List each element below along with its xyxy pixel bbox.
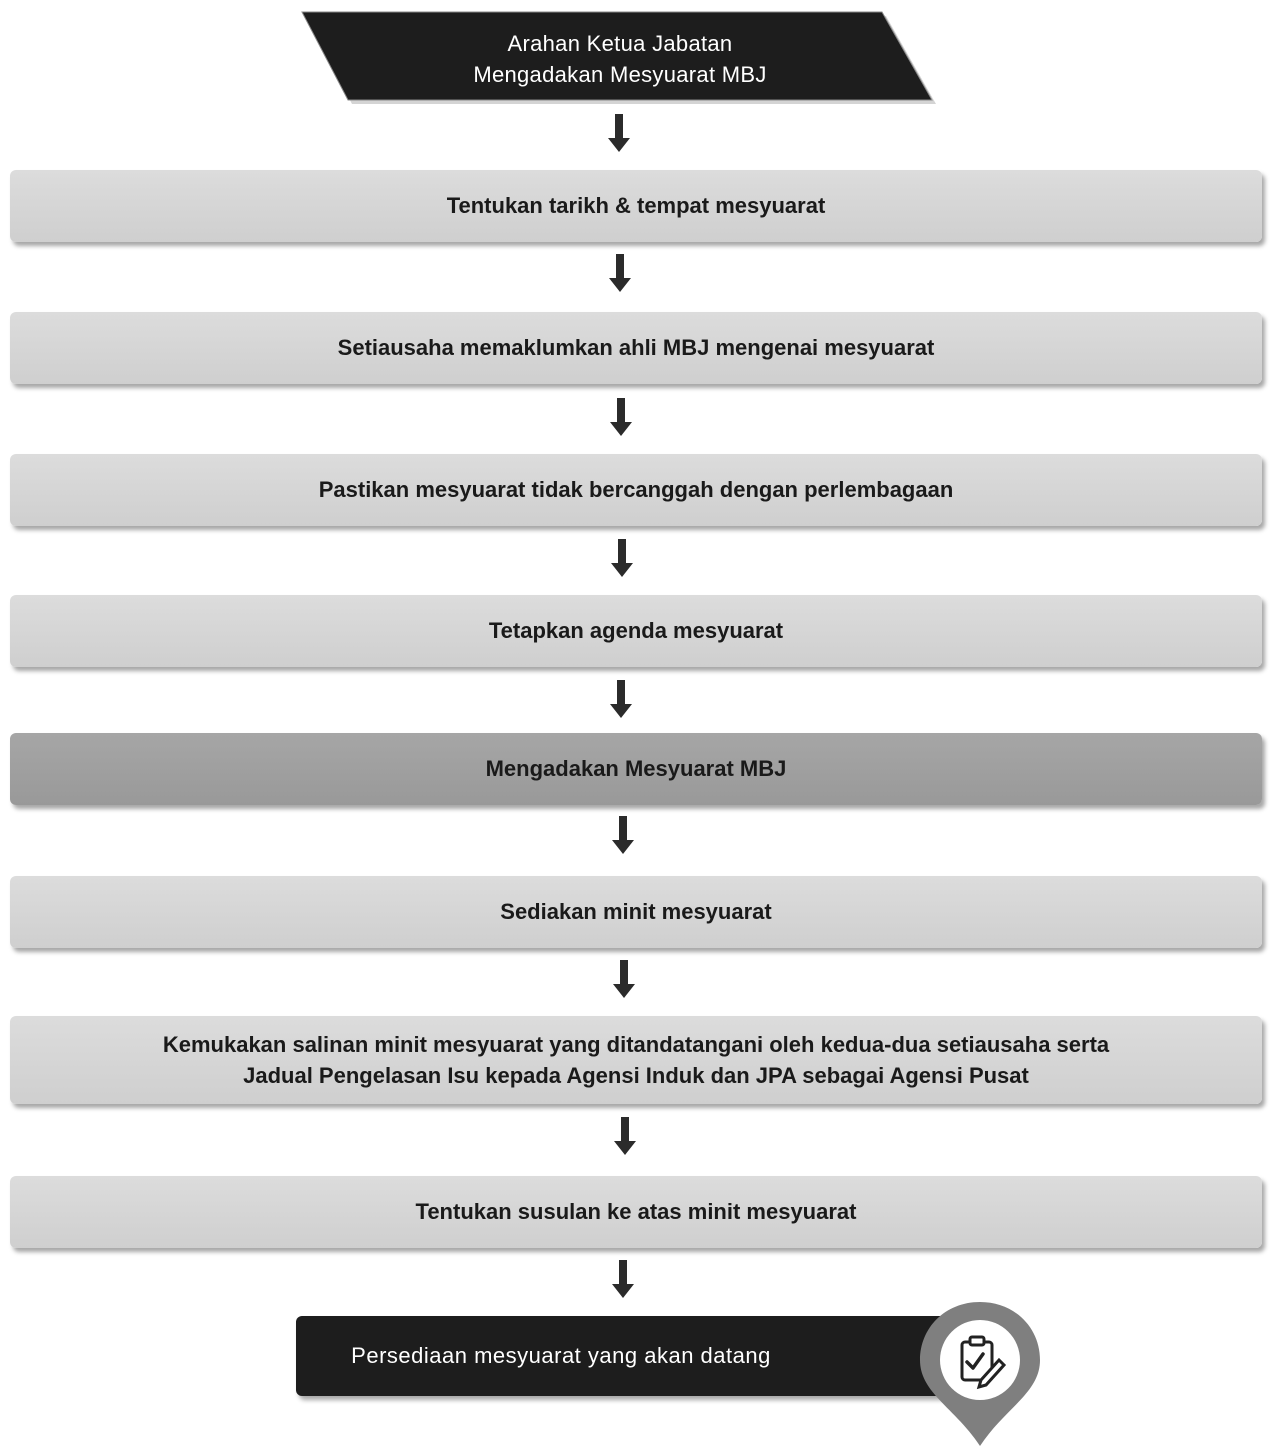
step-8-box: Tentukan susulan ke atas minit mesyuarat [10,1176,1262,1248]
step-8-label: Tentukan susulan ke atas minit mesyuarat [415,1199,857,1224]
down-arrow-icon [608,114,630,152]
down-arrow-icon [612,1260,634,1298]
end-node: Persediaan mesyuarat yang akan datang [296,1316,946,1396]
start-node: Arahan Ketua Jabatan Mengadakan Mesyuara… [300,10,940,108]
down-arrow-icon [612,816,634,854]
down-arrow-icon [614,1117,636,1155]
down-arrow-icon [609,254,631,292]
start-text: Arahan Ketua Jabatan Mengadakan Mesyuara… [300,10,940,108]
step-1-label: Tentukan tarikh & tempat mesyuarat [446,193,826,218]
step-6-box: Sediakan minit mesyuarat [10,876,1262,948]
step-5-box: Mengadakan Mesyuarat MBJ [10,733,1262,805]
step-3-box: Pastikan mesyuarat tidak bercanggah deng… [10,454,1262,526]
start-line-2: Mengadakan Mesyuarat MBJ [473,62,767,87]
step-7-box: Kemukakan salinan minit mesyuarat yang d… [10,1016,1262,1104]
step-7-line-2: Jadual Pengelasan Isu kepada Agensi Indu… [243,1063,1029,1088]
down-arrow-icon [613,960,635,998]
down-arrow-icon [611,539,633,577]
step-1-box: Tentukan tarikh & tempat mesyuarat [10,170,1262,242]
step-4-label: Tetapkan agenda mesyuarat [488,618,784,643]
step-3-label: Pastikan mesyuarat tidak bercanggah deng… [318,477,954,502]
down-arrow-icon [610,680,632,718]
end-label: Persediaan mesyuarat yang akan datang [351,1343,771,1368]
start-line-1: Arahan Ketua Jabatan [507,31,733,56]
step-4-box: Tetapkan agenda mesyuarat [10,595,1262,667]
step-2-box: Setiausaha memaklumkan ahli MBJ mengenai… [10,312,1262,384]
clipboard-check-icon [920,1302,1040,1446]
step-6-label: Sediakan minit mesyuarat [500,899,772,924]
down-arrow-icon [610,398,632,436]
step-7-line-1: Kemukakan salinan minit mesyuarat yang d… [162,1032,1110,1057]
step-2-label: Setiausaha memaklumkan ahli MBJ mengenai… [337,335,935,360]
step-5-label: Mengadakan Mesyuarat MBJ [485,756,787,781]
start-parallelogram [301,11,936,104]
